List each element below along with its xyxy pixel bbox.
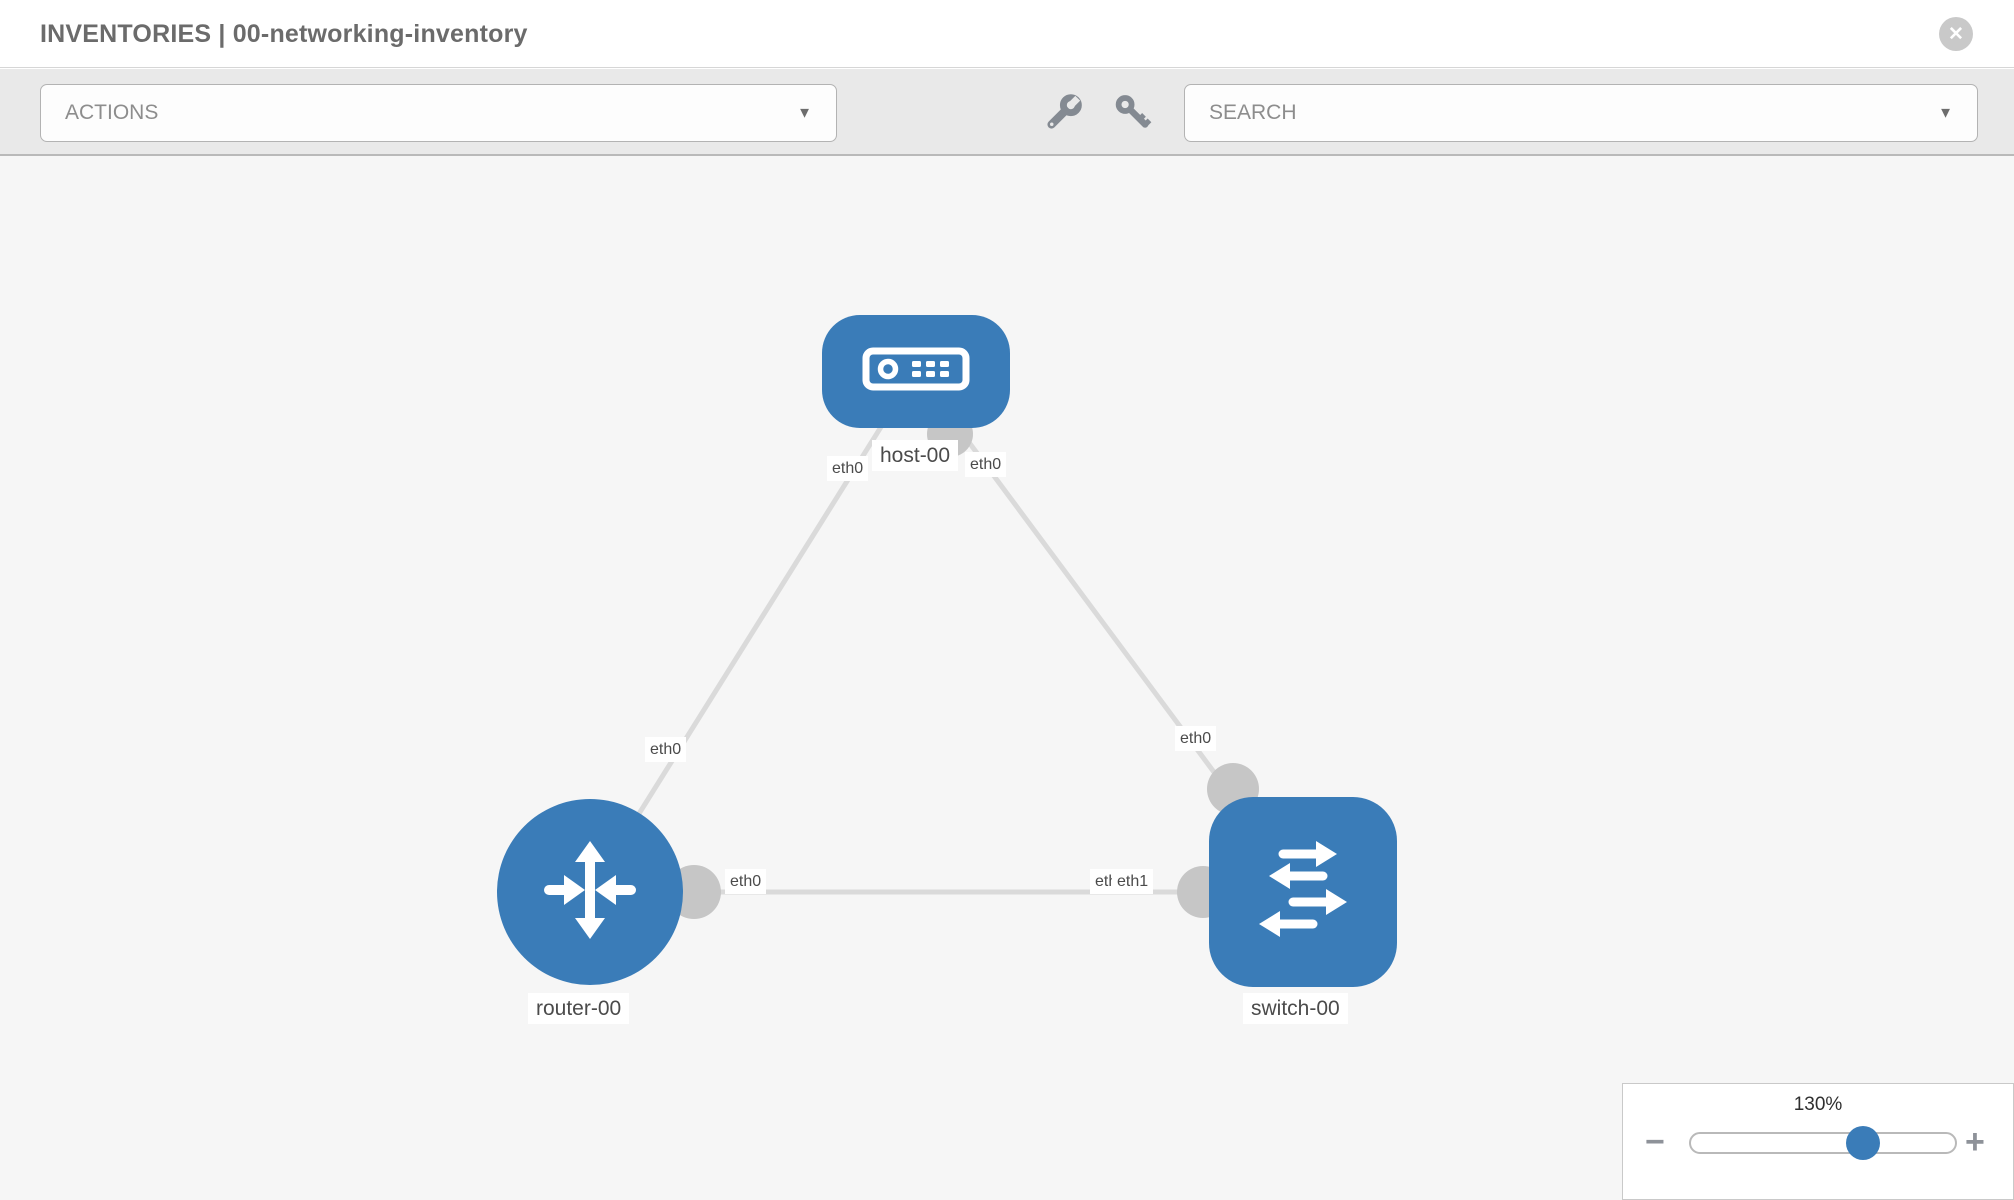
topology-canvas[interactable]: host-00 eth0 eth0 eth0 eth0 eth0 eth0 et… (0, 156, 2014, 1200)
zoom-slider-thumb[interactable] (1846, 1126, 1880, 1160)
key-icon (1112, 92, 1152, 137)
page-title: INVENTORIES | 00-networking-inventory (40, 19, 528, 48)
topology-links-layer (587, 369, 1306, 919)
router-icon (540, 840, 640, 945)
chevron-down-icon: ▼ (1938, 104, 1953, 122)
actions-dropdown[interactable]: ACTIONS ▼ (40, 84, 837, 142)
minus-icon: − (1645, 1123, 1665, 1161)
wrench-icon (1044, 92, 1084, 137)
node-host-00[interactable] (822, 315, 1010, 428)
header-bar: INVENTORIES | 00-networking-inventory ✕ (0, 0, 2014, 68)
host-icon (862, 347, 970, 396)
node-label-host: host-00 (872, 440, 959, 471)
switch-icon (1247, 836, 1359, 949)
interface-label: eth0 (645, 737, 687, 762)
chevron-down-icon: ▼ (797, 104, 812, 122)
zoom-in-button[interactable]: + (1965, 1124, 1985, 1160)
interface-label: eth0 (1175, 726, 1217, 751)
interface-label: eth0 (965, 452, 1007, 477)
node-router-00[interactable] (497, 799, 683, 985)
plus-icon: + (1965, 1123, 1985, 1161)
toolbar: ACTIONS ▼ (0, 69, 2014, 156)
node-switch-00[interactable] (1209, 797, 1397, 987)
search-dropdown[interactable]: SEARCH ▼ (1184, 84, 1978, 142)
interface-label: eth1 (1112, 869, 1154, 894)
interface-label: eth0 (827, 456, 869, 481)
node-label-switch: switch-00 (1243, 993, 1348, 1024)
search-dropdown-label: SEARCH (1209, 101, 1297, 124)
actions-dropdown-label: ACTIONS (65, 101, 159, 124)
zoom-slider-track[interactable] (1689, 1132, 1957, 1154)
zoom-out-button[interactable]: − (1645, 1124, 1665, 1160)
zoom-control-panel: 130% − + (1622, 1083, 2014, 1200)
close-button[interactable]: ✕ (1939, 17, 1973, 51)
zoom-level-value: 130% (1793, 1094, 1843, 1115)
close-icon: ✕ (1948, 23, 1964, 45)
interface-label: eth0 (725, 869, 767, 894)
node-label-router: router-00 (528, 993, 630, 1024)
configure-button[interactable] (1044, 92, 1084, 137)
credentials-button[interactable] (1112, 94, 1152, 134)
